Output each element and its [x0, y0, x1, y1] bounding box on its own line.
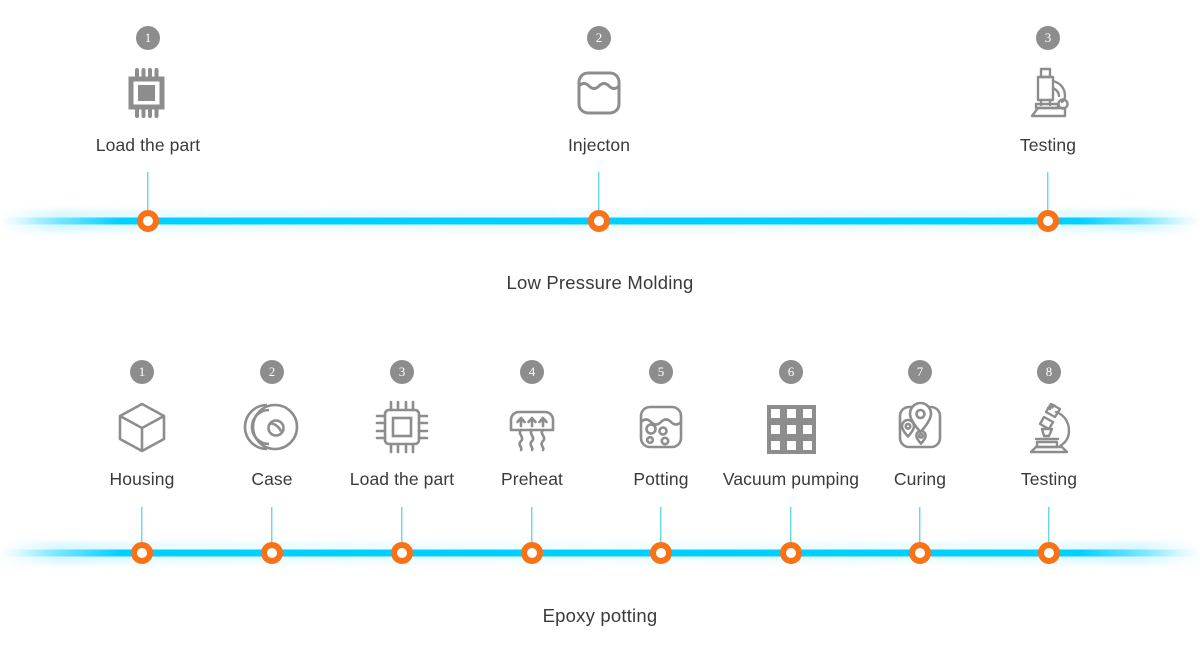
- step-badge: 3: [1036, 26, 1060, 50]
- timeline-marker-6[interactable]: [780, 542, 802, 564]
- step-node-1[interactable]: 1 Load the part: [48, 26, 248, 156]
- step-label: Preheat: [501, 469, 563, 489]
- step-label: Load the part: [95, 135, 201, 155]
- timeline-rail: [0, 549, 1200, 557]
- cube-icon: [42, 391, 242, 463]
- connector-stem: [919, 507, 921, 549]
- bubble-tank-icon: [561, 391, 761, 463]
- microscope-alt-icon: [949, 391, 1149, 463]
- timeline-caption: Epoxy potting: [542, 605, 658, 626]
- timeline-marker-3[interactable]: [391, 542, 413, 564]
- step-node-4[interactable]: 4 Preheat: [432, 360, 632, 490]
- connector-stem: [660, 507, 662, 549]
- connector-stem: [147, 172, 149, 214]
- connector-stem: [1047, 172, 1049, 214]
- step-label: Housing: [109, 469, 175, 489]
- step-label: Injecton: [567, 135, 631, 155]
- step-label: Testing: [1019, 135, 1077, 155]
- connector-stem: [598, 172, 600, 214]
- timeline-caption: Low Pressure Molding: [506, 272, 694, 293]
- liquid-tank-icon: [499, 57, 699, 129]
- timeline-marker-7[interactable]: [909, 542, 931, 564]
- timeline-marker-2[interactable]: [588, 210, 610, 232]
- step-badge: 5: [649, 360, 673, 384]
- step-label: Case: [251, 469, 293, 489]
- connector-stem: [271, 507, 273, 549]
- disc-roll-icon: [172, 391, 372, 463]
- timeline-low-pressure-molding: 1 Load the part 2: [0, 0, 1200, 310]
- step-badge: 1: [136, 26, 160, 50]
- heat-arrows-icon: [432, 391, 632, 463]
- step-node-5[interactable]: 5 Potting: [561, 360, 761, 490]
- timeline-marker-4[interactable]: [521, 542, 543, 564]
- droplets-panel-icon: [820, 391, 1020, 463]
- connector-stem: [531, 507, 533, 549]
- step-node-2[interactable]: 2 Injecton: [499, 26, 699, 156]
- step-badge: 2: [260, 360, 284, 384]
- cpu-icon: [302, 391, 502, 463]
- timeline-epoxy-potting: 1 Housing 2: [0, 335, 1200, 660]
- connector-stem: [790, 507, 792, 549]
- step-badge: 7: [908, 360, 932, 384]
- step-node-1[interactable]: 1 Housing: [42, 360, 242, 490]
- step-badge: 6: [779, 360, 803, 384]
- step-label: Potting: [633, 469, 689, 489]
- step-node-8[interactable]: 8 Testing: [949, 360, 1149, 490]
- step-badge: 2: [587, 26, 611, 50]
- step-node-2[interactable]: 2 Case: [172, 360, 372, 490]
- step-badge: 1: [130, 360, 154, 384]
- connector-stem: [401, 507, 403, 549]
- step-badge: 3: [390, 360, 414, 384]
- timeline-marker-1[interactable]: [137, 210, 159, 232]
- connector-stem: [1048, 507, 1050, 549]
- step-label: Curing: [893, 469, 947, 489]
- step-label: Load the part: [349, 469, 455, 489]
- step-label: Testing: [1020, 469, 1078, 489]
- grid-3x3-icon: [691, 391, 891, 463]
- step-label: Vacuum pumping: [722, 469, 860, 489]
- timeline-marker-3[interactable]: [1037, 210, 1059, 232]
- step-node-7[interactable]: 7 Curing: [820, 360, 1020, 490]
- connector-stem: [141, 507, 143, 549]
- microscope-icon: [948, 57, 1148, 129]
- step-badge: 8: [1037, 360, 1061, 384]
- step-node-3[interactable]: 3 Load the part: [302, 360, 502, 490]
- chip-icon: [48, 57, 248, 129]
- timeline-marker-1[interactable]: [131, 542, 153, 564]
- step-badge: 4: [520, 360, 544, 384]
- timeline-marker-2[interactable]: [261, 542, 283, 564]
- step-node-3[interactable]: 3 Testing: [948, 26, 1148, 156]
- timeline-marker-5[interactable]: [650, 542, 672, 564]
- timeline-marker-8[interactable]: [1038, 542, 1060, 564]
- step-node-6[interactable]: 6 Vacuum pumping: [691, 360, 891, 490]
